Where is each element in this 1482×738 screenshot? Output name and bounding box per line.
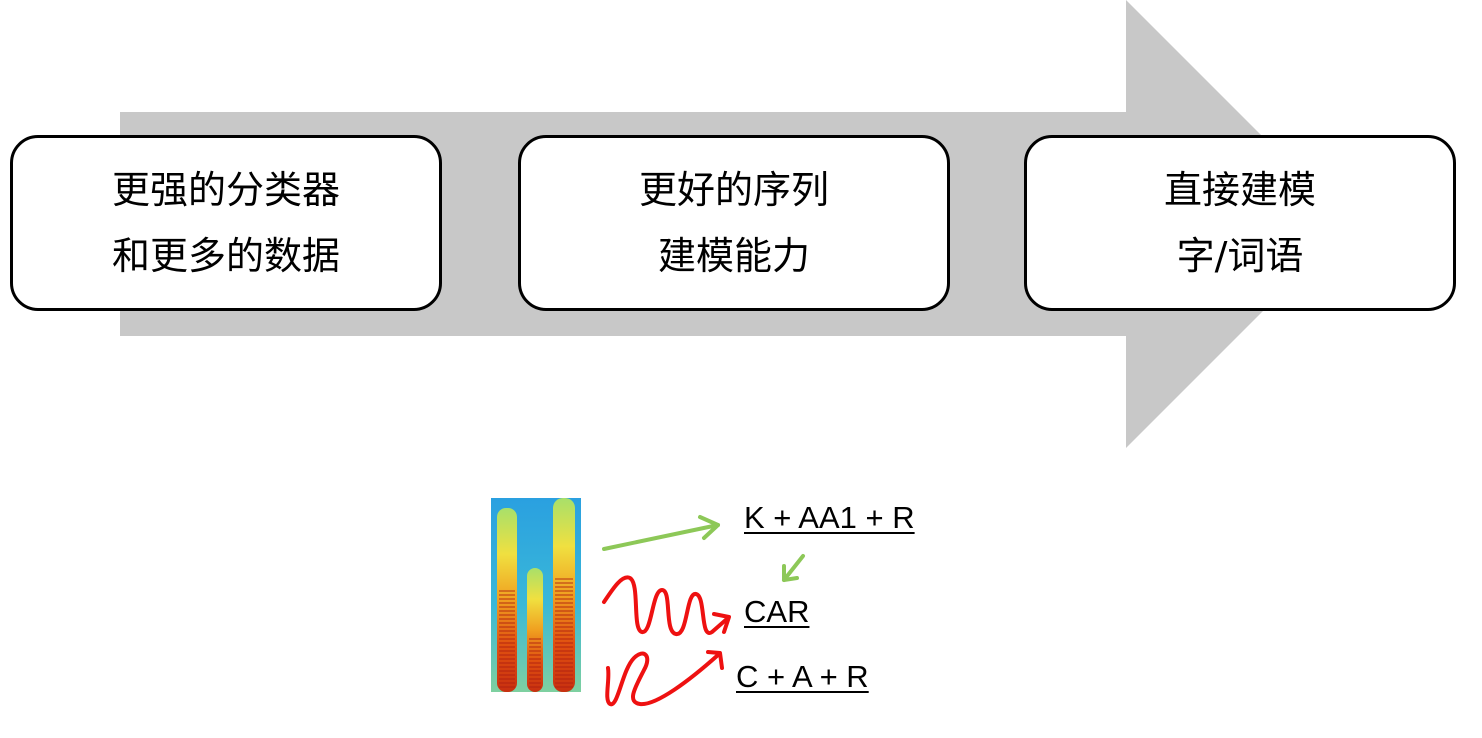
- stage-box-sequence-modeling: 更好的序列 建模能力: [518, 135, 950, 311]
- red-squiggle-to-chars: [605, 650, 724, 707]
- red-squiggle-to-word: [602, 575, 731, 636]
- phone-sequence-label: K + AA1 + R: [744, 500, 915, 535]
- green-arrow-to-phones: [602, 515, 720, 551]
- character-sequence-label: C + A + R: [736, 659, 869, 694]
- word-label: CAR: [744, 594, 810, 629]
- stage-3-line-1: 直接建模: [1163, 168, 1316, 212]
- stage-2-line-1: 更好的序列: [638, 168, 829, 212]
- green-arrow-phones-to-word: [782, 554, 805, 582]
- stage-3-line-2: 字/词语: [1176, 234, 1304, 278]
- spectrogram-image: [491, 498, 581, 692]
- stage-1-line-2: 和更多的数据: [111, 234, 340, 278]
- stage-box-classifier-data: 更强的分类器 和更多的数据: [10, 135, 442, 311]
- stage-2-line-2: 建模能力: [657, 234, 810, 278]
- stage-box-direct-modeling: 直接建模 字/词语: [1024, 135, 1456, 311]
- stage-1-line-1: 更强的分类器: [111, 168, 340, 212]
